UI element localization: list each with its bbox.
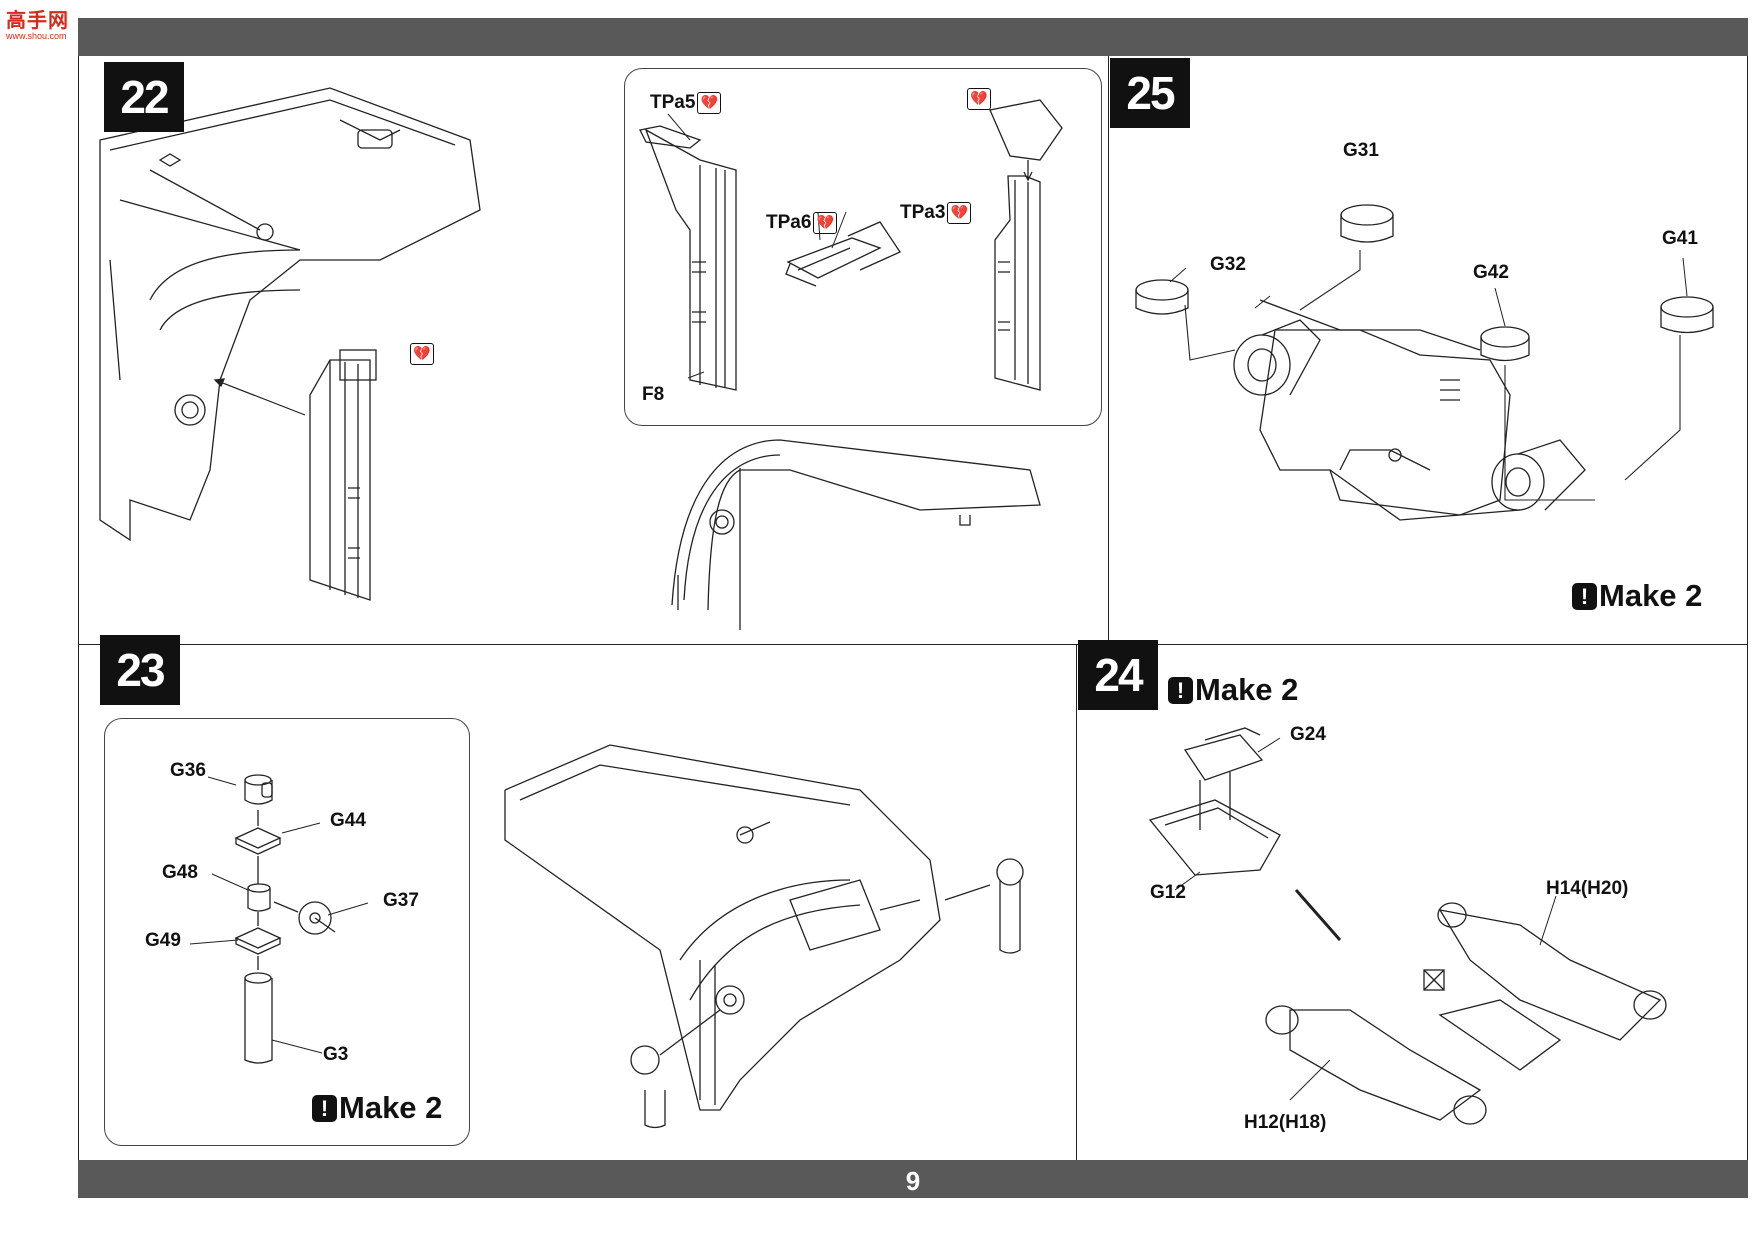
label-g49: G49 xyxy=(145,930,181,951)
step22-hull-drawing xyxy=(99,87,481,601)
step24-make-text: Make 2 xyxy=(1195,672,1299,707)
label-tpa6: TPa6💔 xyxy=(766,212,838,234)
step25-make-text: Make 2 xyxy=(1599,578,1703,613)
step25-make-note: !Make 2 xyxy=(1572,578,1702,614)
step25-axle-drawing xyxy=(1135,204,1714,521)
step24-drawing xyxy=(1148,727,1667,1125)
top-bar xyxy=(78,18,1748,56)
logo-url: www.shou.com xyxy=(6,31,67,41)
label-g36: G36 xyxy=(170,760,206,781)
label-tpa5: TPa5💔 xyxy=(650,92,722,114)
label-h12-h18: H12(H18) xyxy=(1244,1112,1327,1133)
label-g3: G3 xyxy=(323,1044,349,1065)
page-frame xyxy=(78,56,1748,1160)
step22-detail-drawing xyxy=(639,99,1063,630)
step23-detail-drawing xyxy=(234,774,336,1064)
step23-make-text: Make 2 xyxy=(339,1090,443,1125)
glue-marker-main: 💔 xyxy=(408,343,434,365)
label-f8: F8 xyxy=(642,384,665,405)
step-23-badge: 23 xyxy=(100,635,180,705)
step23-hull-drawing xyxy=(504,744,1024,1129)
label-g44: G44 xyxy=(330,810,366,831)
exclamation-icon: ! xyxy=(1168,676,1193,704)
glue-marker-top-right: 💔 xyxy=(965,88,991,110)
panel-divider-vertical-bottom xyxy=(1076,644,1077,1160)
bottom-bar: 9 xyxy=(78,1160,1748,1198)
site-logo: 高手网 www.shou.com xyxy=(6,4,70,41)
label-g31: G31 xyxy=(1343,140,1379,161)
broken-heart-icon: 💔 xyxy=(410,343,434,365)
label-g48: G48 xyxy=(162,862,198,883)
step23-make-note: !Make 2 xyxy=(312,1090,442,1126)
exclamation-icon: ! xyxy=(1572,582,1597,610)
broken-heart-icon: 💔 xyxy=(813,212,838,234)
step24-make-note: !Make 2 xyxy=(1168,672,1298,708)
step-25-badge: 25 xyxy=(1110,58,1190,128)
label-tpa5-text: TPa5 xyxy=(650,92,696,114)
panel-divider-horizontal xyxy=(78,644,1748,645)
label-g24: G24 xyxy=(1290,724,1326,745)
label-h14-h20: H14(H20) xyxy=(1546,878,1629,899)
logo-text: 高手网 xyxy=(6,8,69,32)
label-g12: G12 xyxy=(1150,882,1186,903)
broken-heart-icon: 💔 xyxy=(967,88,991,110)
page-number: 9 xyxy=(905,1166,921,1196)
label-tpa3: TPa3💔 xyxy=(900,202,972,224)
label-g32: G32 xyxy=(1210,254,1246,275)
broken-heart-icon: 💔 xyxy=(947,202,972,224)
step-24-badge: 24 xyxy=(1078,640,1158,710)
panel-divider-vertical-top xyxy=(1108,56,1109,644)
label-g42: G42 xyxy=(1473,262,1509,283)
step23-detail-panel xyxy=(104,718,470,1146)
step22-detail-panel xyxy=(624,68,1102,426)
label-tpa3-text: TPa3 xyxy=(900,202,946,224)
exclamation-icon: ! xyxy=(312,1094,337,1122)
broken-heart-icon: 💔 xyxy=(697,92,722,114)
label-g41: G41 xyxy=(1662,228,1698,249)
step-22-badge: 22 xyxy=(104,62,184,132)
label-g37: G37 xyxy=(383,890,419,911)
label-tpa6-text: TPa6 xyxy=(766,212,812,234)
